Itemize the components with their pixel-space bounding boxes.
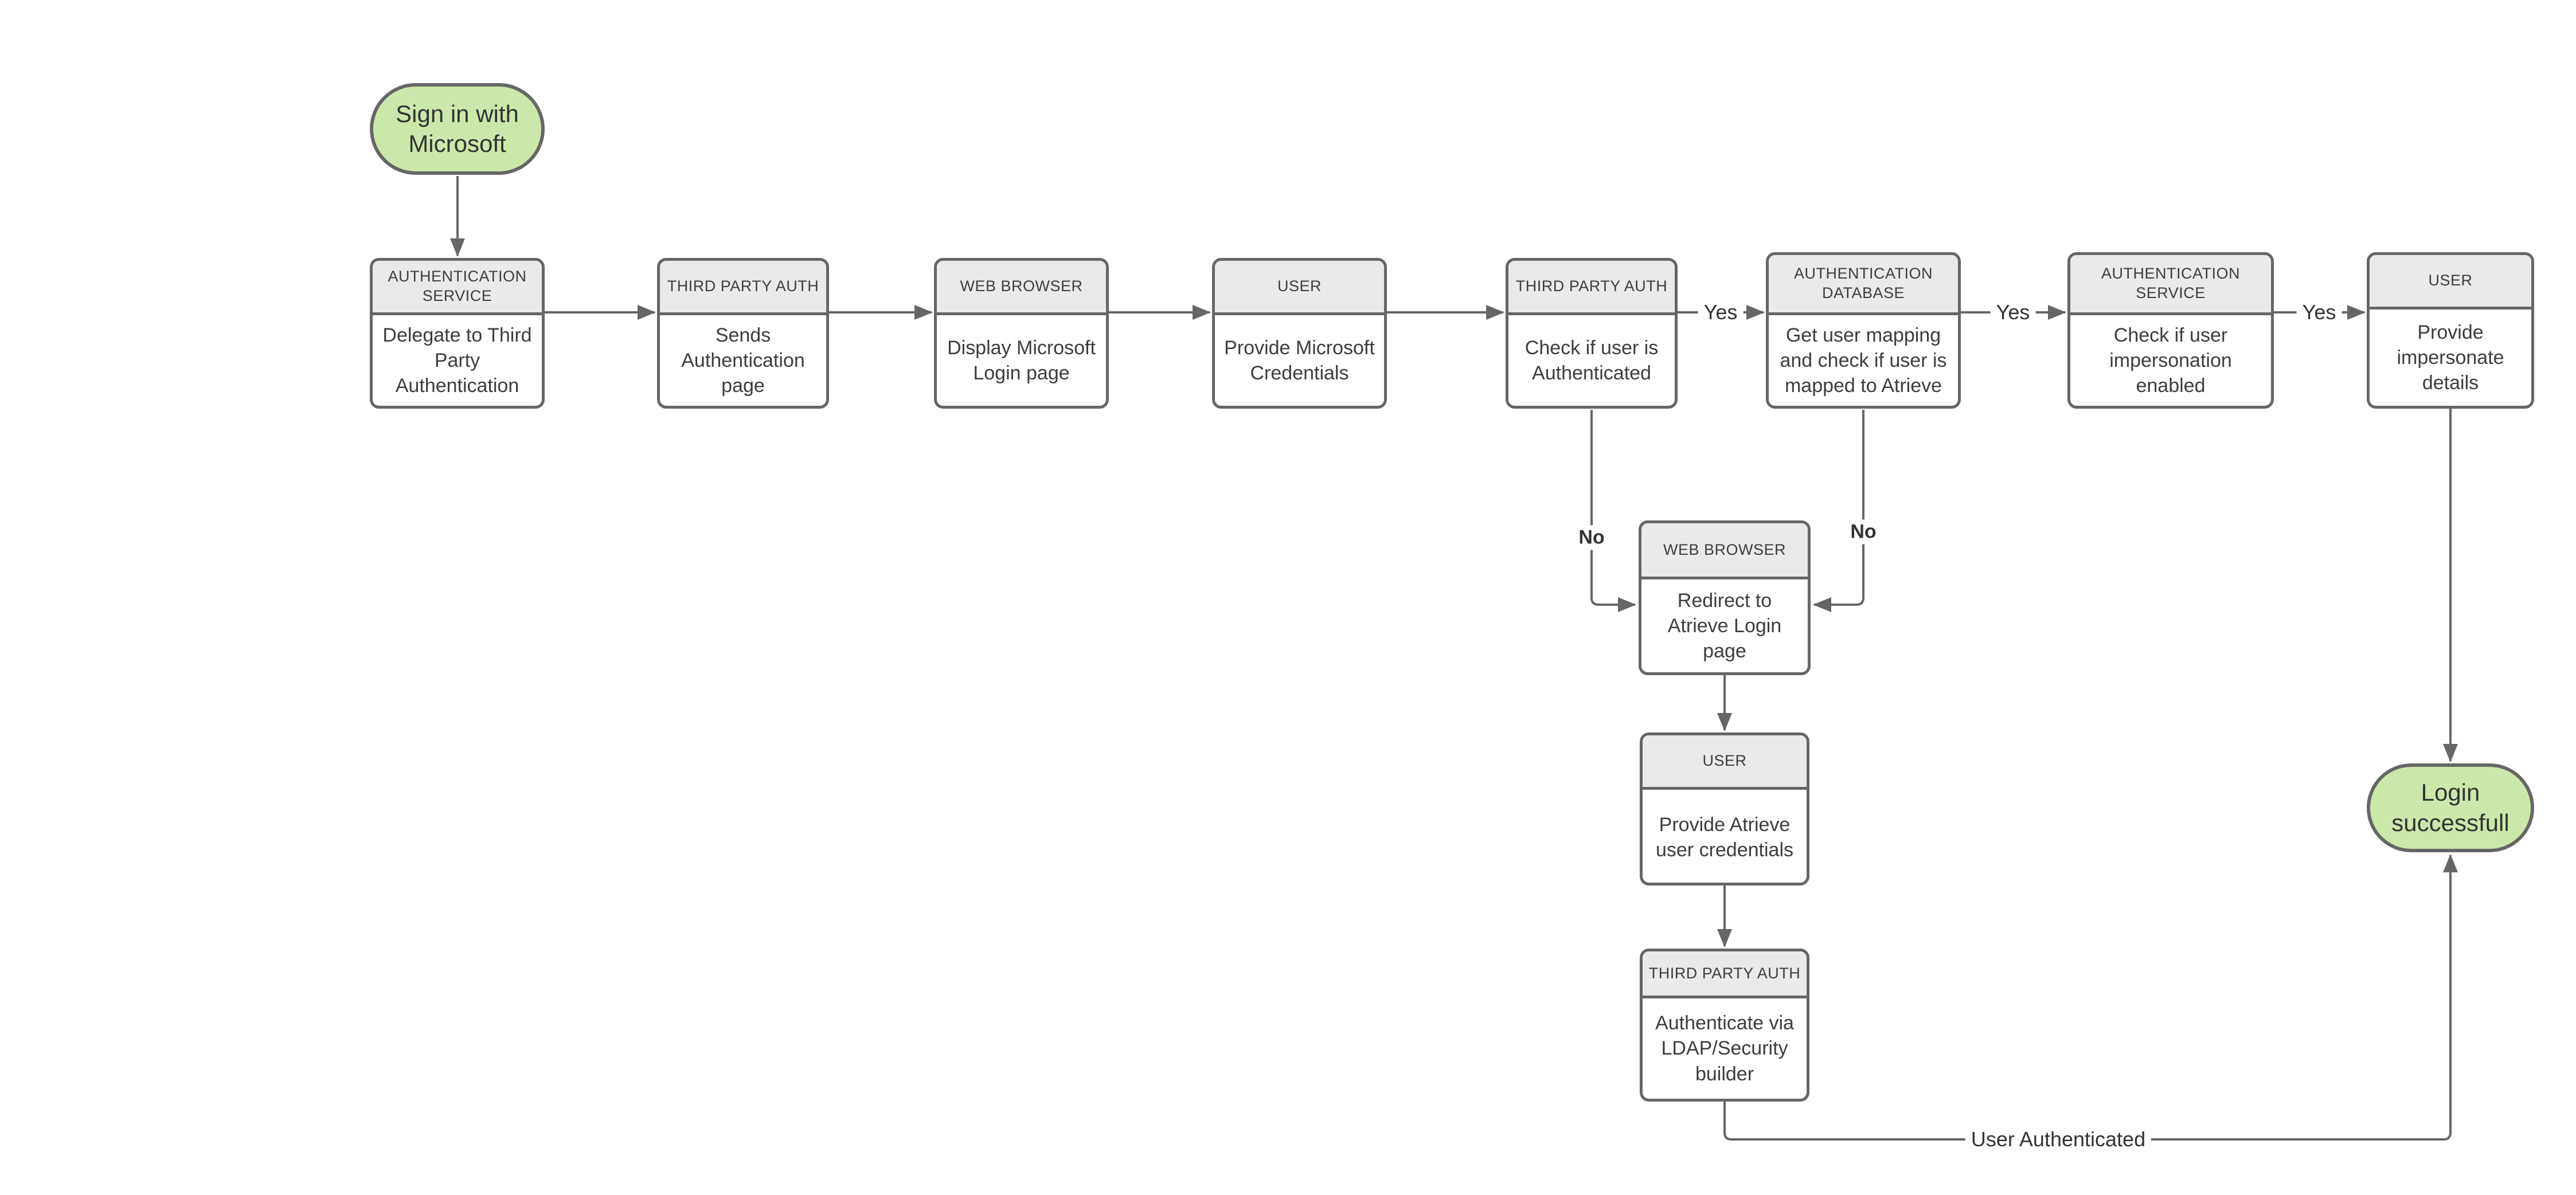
end-terminal: Login successfull xyxy=(2367,763,2534,852)
node-third-party-check: THIRD PARTY AUTH Check if user is Authen… xyxy=(1506,258,1678,409)
node-user-atrieve-creds: USER Provide Atrieve user credentials xyxy=(1640,732,1809,886)
node-header: USER xyxy=(1643,735,1807,790)
node-header: THIRD PARTY AUTH xyxy=(1643,951,1807,998)
node-header: AUTHENTICATION DATABASE xyxy=(1769,255,1958,315)
edge-label-yes-3: Yes xyxy=(2296,299,2342,326)
node-header: USER xyxy=(1215,261,1384,315)
node-header: AUTHENTICATION SERVICE xyxy=(373,261,542,315)
edge-database-no-to-redirect xyxy=(1813,410,1864,612)
node-auth-service-impersonation: AUTHENTICATION SERVICE Check if user imp… xyxy=(2067,252,2274,409)
node-body: Delegate to Third Party Authentication xyxy=(382,324,532,397)
node-third-party-sends: THIRD PARTY AUTH Sends Authentication pa… xyxy=(657,258,829,409)
node-body: Provide Microsoft Credentials xyxy=(1224,336,1375,384)
edge-label-no-2: No xyxy=(1844,519,1882,544)
node-header: THIRD PARTY AUTH xyxy=(1508,261,1675,315)
node-body: Provide Atrieve user credentials xyxy=(1655,813,1793,861)
edge-label-yes-2: Yes xyxy=(1990,299,2036,326)
node-body: Sends Authentication page xyxy=(681,324,805,397)
node-user-impersonate: USER Provide impersonate details xyxy=(2367,252,2534,409)
node-web-browser-redirect: WEB BROWSER Redirect to Atrieve Login pa… xyxy=(1639,520,1811,675)
node-body: Provide impersonate details xyxy=(2397,321,2504,394)
node-header: THIRD PARTY AUTH xyxy=(660,261,826,315)
node-auth-database-mapping: AUTHENTICATION DATABASE Get user mapping… xyxy=(1766,252,1961,409)
edge-check-no-to-redirect xyxy=(1590,410,1636,612)
node-body: Get user mapping and check if user is ma… xyxy=(1780,324,1947,397)
node-body: Redirect to Atrieve Login page xyxy=(1667,589,1782,663)
edge-label-user-authenticated: User Authenticated xyxy=(1965,1126,2152,1153)
node-header: AUTHENTICATION SERVICE xyxy=(2070,255,2271,315)
edge-ldap-to-login xyxy=(1723,854,2458,1141)
node-auth-service-delegate: AUTHENTICATION SERVICE Delegate to Third… xyxy=(370,258,545,409)
node-body: Authenticate via LDAP/Security builder xyxy=(1655,1012,1794,1085)
node-body: Display Microsoft Login page xyxy=(947,336,1096,384)
edge-label-yes-1: Yes xyxy=(1698,299,1744,326)
edge-label-no-1: No xyxy=(1573,525,1611,550)
node-header: USER xyxy=(2370,255,2531,309)
node-header: WEB BROWSER xyxy=(937,261,1106,315)
node-third-party-ldap: THIRD PARTY AUTH Authenticate via LDAP/S… xyxy=(1640,949,1809,1102)
start-terminal: Sign in with Microsoft xyxy=(370,83,545,175)
node-header: WEB BROWSER xyxy=(1641,523,1808,579)
node-web-browser-display: WEB BROWSER Display Microsoft Login page xyxy=(934,258,1109,409)
node-body: Check if user impersonation enabled xyxy=(2109,324,2232,397)
node-user-provide-ms: USER Provide Microsoft Credentials xyxy=(1212,258,1387,409)
node-body: Check if user is Authenticated xyxy=(1525,336,1659,384)
